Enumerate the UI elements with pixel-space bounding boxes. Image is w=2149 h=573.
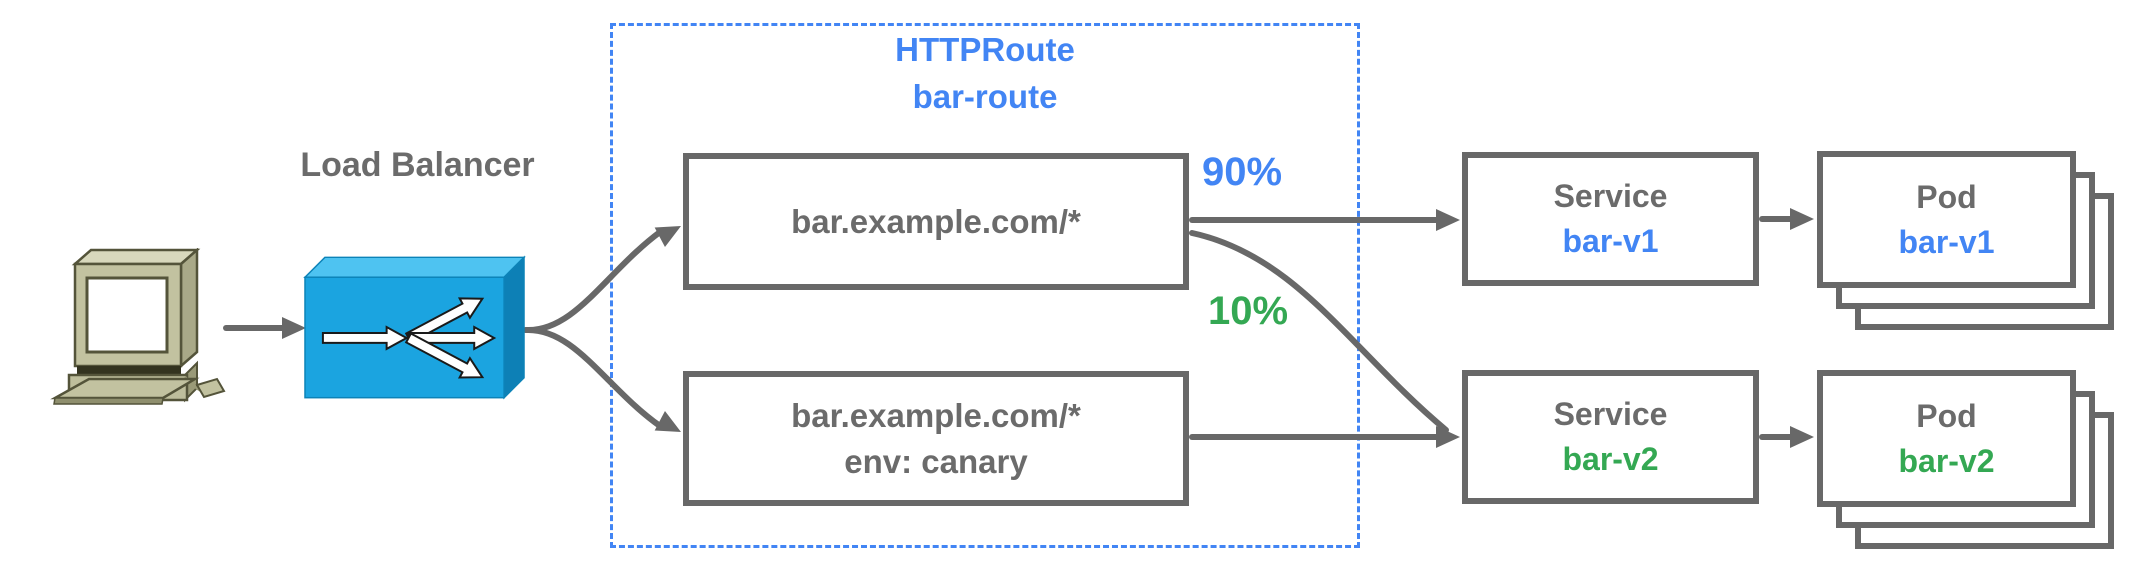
load-balancer-icon [303, 255, 527, 400]
route-rule-canary: bar.example.com/* env: canary [683, 371, 1189, 506]
arrowhead-rule2-to-service2 [1436, 426, 1460, 448]
pod-bar-v2-kind: Pod [1916, 397, 1977, 434]
route-rule-primary: bar.example.com/* [683, 153, 1189, 290]
client-computer-icon [45, 247, 230, 408]
httproute-title: HTTPRoute bar-route [760, 26, 1210, 120]
pod-bar-v1-kind: Pod [1916, 178, 1977, 215]
route-rule-primary-match: bar.example.com/* [791, 202, 1081, 240]
service-bar-v2-box: Service bar-v2 [1462, 370, 1759, 504]
service-bar-v1-kind: Service [1553, 178, 1668, 214]
weight-label-10: 10% [1208, 289, 1289, 333]
service-bar-v2-kind: Service [1553, 396, 1668, 432]
arrowhead-rule1-to-service1 [1436, 209, 1460, 231]
service-bar-v2-name: bar-v2 [1562, 441, 1659, 477]
weight-label-90: 90% [1202, 150, 1283, 194]
httproute-name: bar-route [912, 78, 1058, 115]
service-bar-v1-name: bar-v1 [1562, 223, 1659, 259]
pod-bar-v1-box: Pod bar-v1 [1817, 151, 2076, 288]
service-bar-v1-box: Service bar-v1 [1462, 152, 1759, 286]
route-rule-canary-header: env: canary [844, 442, 1028, 480]
route-rule-canary-match: bar.example.com/* [791, 396, 1081, 434]
pod-bar-v2-box: Pod bar-v2 [1817, 370, 2076, 507]
load-balancer-label: Load Balancer [300, 146, 535, 184]
pod-bar-v1-name: bar-v1 [1898, 223, 1995, 260]
arrowhead-service2-to-pod2 [1790, 426, 1814, 448]
httproute-kind: HTTPRoute [895, 31, 1075, 68]
arrowhead-service1-to-pod1 [1790, 208, 1814, 230]
pod-bar-v2-name: bar-v2 [1898, 442, 1995, 479]
